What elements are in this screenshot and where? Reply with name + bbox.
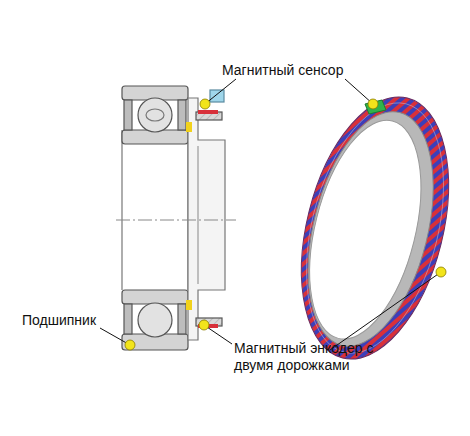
bearing-section (122, 86, 225, 350)
leader-line (100, 79, 441, 350)
center-line (116, 220, 236, 221)
part-label: Магнитный энкодер с двумя дорожками (234, 340, 384, 374)
encoder-ring (277, 82, 470, 375)
part-label: Магнитный сенсор (222, 62, 382, 79)
callout-dot (125, 99, 446, 350)
part-label: Подшипник (22, 312, 112, 329)
sensor-chip (365, 100, 386, 114)
